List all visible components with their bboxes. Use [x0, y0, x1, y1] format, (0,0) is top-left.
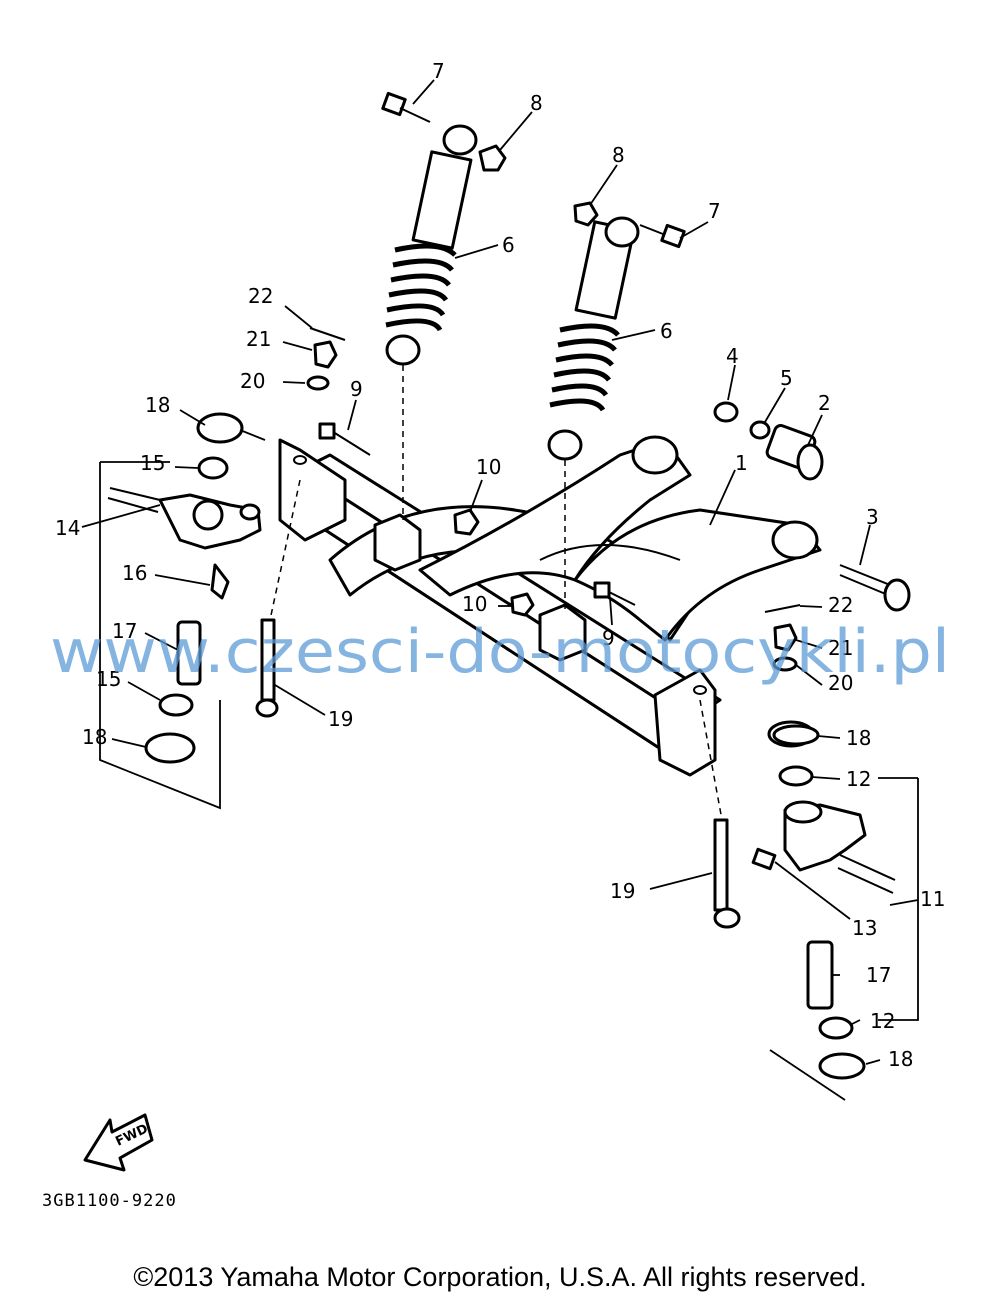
- a-arm: [418, 435, 822, 642]
- callout-6: 6: [660, 319, 673, 343]
- bushing-parts: [713, 401, 911, 612]
- callout-4: 4: [726, 344, 739, 368]
- right-shock-absorber: [547, 216, 640, 461]
- callout-17: 17: [866, 963, 891, 987]
- callout-7: 7: [432, 59, 445, 83]
- callout-9: 9: [350, 377, 363, 401]
- callout-13: 13: [852, 916, 877, 940]
- callout-12: 12: [870, 1009, 895, 1033]
- callout-16: 16: [122, 561, 147, 585]
- pivot-bolts: [255, 618, 741, 929]
- callout-5: 5: [780, 366, 793, 390]
- shock-bolts-nuts: [318, 91, 686, 662]
- callouts: 7 8 8 7 6 6 22 21 20 9 10 18 15 14 16 17…: [55, 59, 945, 1071]
- callout-22: 22: [828, 593, 853, 617]
- callout-7: 7: [708, 199, 721, 223]
- callout-6: 6: [502, 233, 515, 257]
- callout-22: 22: [248, 284, 273, 308]
- callout-19: 19: [328, 707, 353, 731]
- callout-18: 18: [888, 1047, 913, 1071]
- callout-14: 14: [55, 516, 80, 540]
- callout-3: 3: [866, 505, 879, 529]
- callout-15: 15: [96, 667, 121, 691]
- alignment-lines: [269, 365, 723, 821]
- callout-21: 21: [246, 327, 271, 351]
- callout-8: 8: [612, 143, 625, 167]
- callout-20: 20: [240, 369, 265, 393]
- callout-15: 15: [140, 451, 165, 475]
- left-shock-absorber: [385, 124, 478, 366]
- callout-18: 18: [145, 393, 170, 417]
- leader-lines: [81, 79, 919, 1101]
- callout-12: 12: [846, 767, 871, 791]
- callout-18: 18: [846, 726, 871, 750]
- callout-2: 2: [818, 391, 831, 415]
- callout-21: 21: [828, 636, 853, 660]
- callout-11: 11: [920, 887, 945, 911]
- callout-20: 20: [828, 671, 853, 695]
- copyright-notice: ©2013 Yamaha Motor Corporation, U.S.A. A…: [133, 1262, 867, 1292]
- callout-19: 19: [610, 879, 635, 903]
- callout-10: 10: [476, 455, 501, 479]
- diagram-part-number: 3GB1100-9220: [42, 1191, 177, 1211]
- forward-arrow-icon: FWD: [83, 1113, 154, 1172]
- callout-17: 17: [112, 619, 137, 643]
- cotter-nut-washers: [306, 327, 820, 746]
- callout-18: 18: [82, 725, 107, 749]
- callout-8: 8: [530, 91, 543, 115]
- callout-9: 9: [602, 626, 615, 650]
- callout-1: 1: [735, 451, 748, 475]
- watermark-text: www.czesci-do-motocykli.pl: [50, 617, 950, 687]
- callout-10: 10: [462, 592, 487, 616]
- left-knuckle-assembly: [107, 412, 262, 764]
